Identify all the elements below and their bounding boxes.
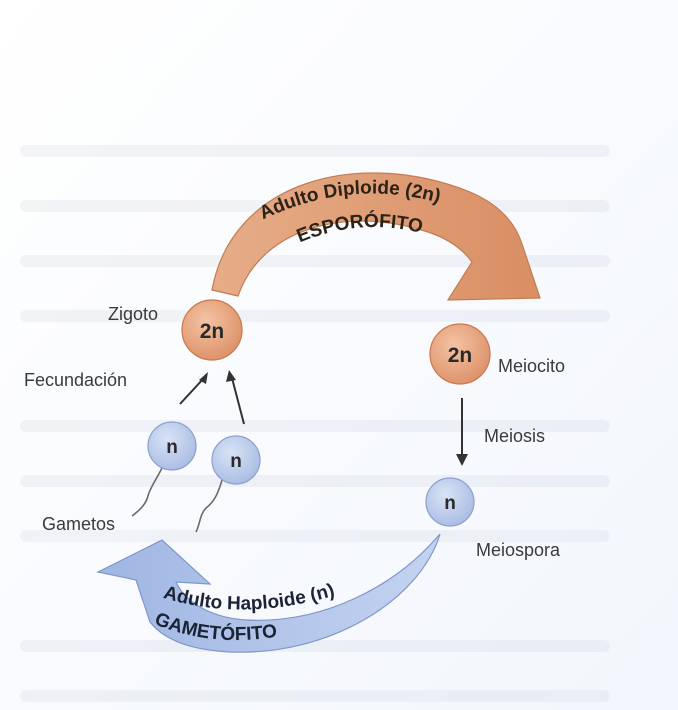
gamete-tails [131, 467, 223, 533]
gametophyte-arrow [96, 533, 441, 653]
fecundation-arrows [179, 377, 245, 425]
faint-background-lines [20, 145, 610, 702]
gameto-1-node: n [147, 421, 197, 471]
sporophyte-arrow [211, 172, 541, 301]
label-meiosis: Meiosis [484, 426, 545, 446]
gameto-2-ploidy: n [230, 451, 242, 472]
meiocito-ploidy: 2n [448, 344, 473, 367]
zigoto-ploidy: 2n [200, 320, 225, 343]
label-zigoto: Zigoto [108, 304, 158, 324]
label-fecundacion: Fecundación [24, 370, 127, 390]
gameto-2-node: n [211, 435, 261, 485]
label-meiospora: Meiospora [476, 540, 561, 560]
gameto-1-ploidy: n [166, 437, 178, 458]
zigoto-node: 2n [181, 299, 243, 361]
meiosis-arrow [456, 398, 468, 466]
label-meiocito: Meiocito [498, 356, 565, 376]
meiospora-node: n [425, 477, 475, 527]
meiocito-node: 2n [429, 323, 491, 385]
meiospora-ploidy: n [444, 493, 456, 514]
fecundation-arrowheads [199, 370, 236, 384]
label-gametos: Gametos [42, 514, 115, 534]
